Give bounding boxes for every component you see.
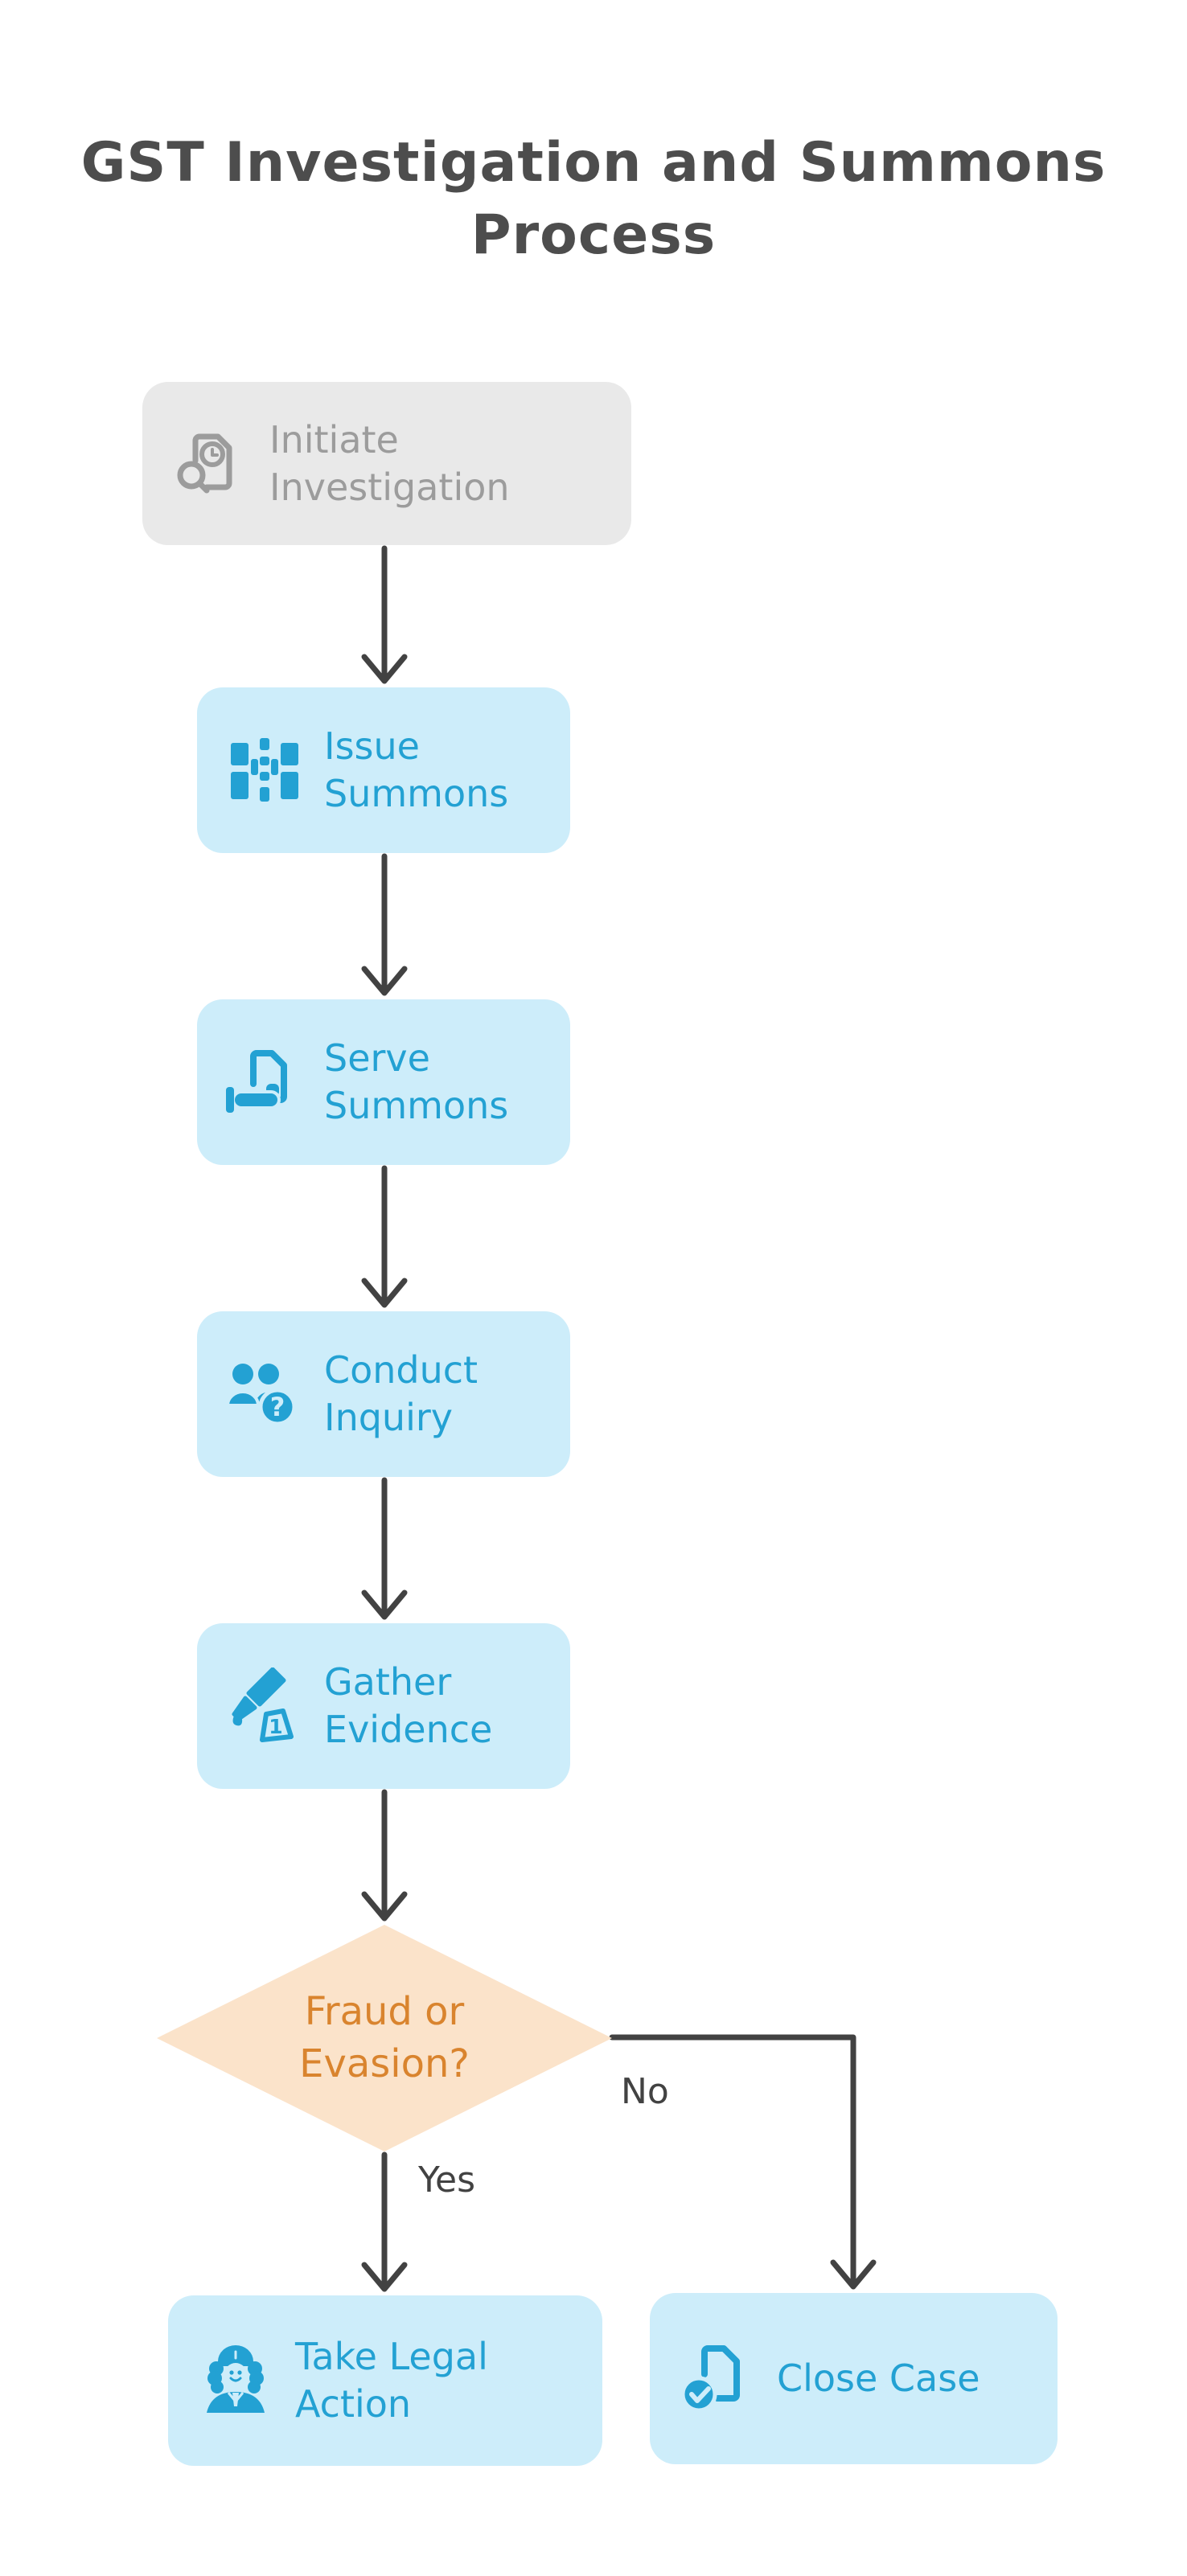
node-close-case: Close Case <box>650 2293 1058 2464</box>
node-label: Gather Evidence <box>324 1660 493 1751</box>
edge-label-no: No <box>621 2071 669 2112</box>
node-label: Serve Summons <box>324 1036 509 1127</box>
decision-label: Fraud or Evasion? <box>299 1989 470 2086</box>
node-issue-summons: Issue Summons <box>197 687 570 853</box>
svg-text:?: ? <box>270 1392 285 1422</box>
judge-icon <box>197 2342 274 2419</box>
page-title: GST Investigation and Summons Process <box>80 131 1107 267</box>
pen-evidence-marker-icon: 1 <box>226 1667 303 1745</box>
node-label: Take Legal Action <box>295 2335 488 2426</box>
edge-initiate-to-issue <box>361 545 408 684</box>
edge-issue-to-serve <box>361 853 408 996</box>
document-check-icon <box>679 2340 756 2418</box>
node-serve-summons: Serve Summons <box>197 999 570 1165</box>
node-initiate-investigation: Initiate Investigation <box>142 382 631 545</box>
node-gather-evidence: 1 Gather Evidence <box>197 1623 570 1789</box>
hand-document-icon <box>226 1044 303 1121</box>
edge-yes-to-take-legal-action <box>361 2151 408 2292</box>
node-label: Issue Summons <box>324 724 509 815</box>
people-question-icon: ? <box>226 1356 303 1433</box>
document-clock-magnifier-icon <box>171 425 248 502</box>
node-conduct-inquiry: ? Conduct Inquiry <box>197 1311 570 1477</box>
summons-grid-icon <box>226 732 303 809</box>
node-label: Close Case <box>777 2357 980 2401</box>
edge-conduct-to-gather <box>361 1477 408 1620</box>
edge-serve-to-conduct <box>361 1165 408 1308</box>
node-label: Initiate Investigation <box>269 417 510 509</box>
edge-label-yes: Yes <box>418 2160 476 2201</box>
edge-no-to-close-case <box>609 2034 877 2290</box>
edge-gather-to-decision <box>361 1789 408 1922</box>
svg-text:1: 1 <box>269 1715 282 1738</box>
node-label: Conduct Inquiry <box>324 1348 478 1439</box>
node-take-legal-action: Take Legal Action <box>168 2295 602 2466</box>
